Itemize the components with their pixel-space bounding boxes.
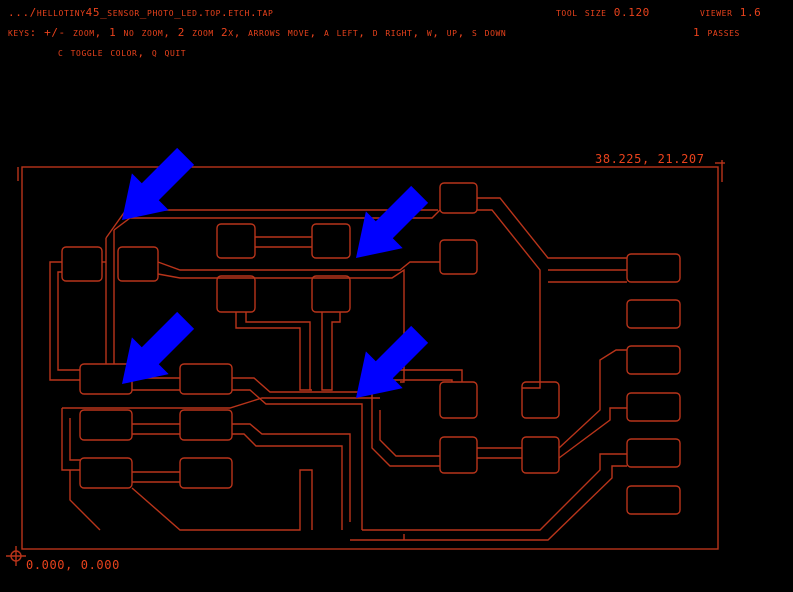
pad — [626, 345, 681, 375]
pad — [626, 299, 681, 329]
pad — [311, 223, 351, 259]
pad — [439, 182, 478, 214]
pad — [117, 246, 159, 282]
passes-label: 1 passes — [693, 26, 740, 39]
pad — [216, 275, 256, 313]
pad — [79, 409, 133, 441]
pad — [439, 381, 478, 419]
viewer-version-label: Viewer 1.6 — [700, 6, 762, 19]
pad — [179, 363, 233, 395]
pad — [79, 457, 133, 489]
blue-arrow-icon — [122, 311, 195, 384]
blue-arrow-icon — [356, 325, 429, 398]
pad — [626, 392, 681, 422]
annotation-arrows — [122, 147, 429, 398]
pad — [521, 436, 560, 474]
blue-arrow-icon — [122, 147, 195, 220]
pad — [439, 436, 478, 474]
tool-size-label: tool size 0.120 — [556, 6, 650, 19]
top-right-coordinate: 38.225, 21.207 — [595, 152, 705, 166]
pad — [61, 246, 103, 282]
file-path-label: .../HelloTiny45_Sensor_Photo_LED.top.etc… — [8, 6, 274, 19]
pad — [179, 457, 233, 489]
pad — [216, 223, 256, 259]
origin-coordinate: 0.000, 0.000 — [26, 558, 120, 572]
pad — [179, 409, 233, 441]
pad — [626, 438, 681, 468]
blue-arrow-icon — [356, 185, 429, 258]
toolpath-traces — [6, 160, 725, 566]
board-outline — [21, 166, 719, 550]
key-help-line-1: Keys: +/- zoom, 1 no zoom, 2 zoom 2x, ar… — [8, 26, 507, 39]
key-help-line-2: c toggle color, q quit — [58, 46, 187, 59]
pad — [626, 253, 681, 283]
pad — [439, 239, 478, 275]
pad — [626, 485, 681, 515]
pad — [311, 275, 351, 313]
